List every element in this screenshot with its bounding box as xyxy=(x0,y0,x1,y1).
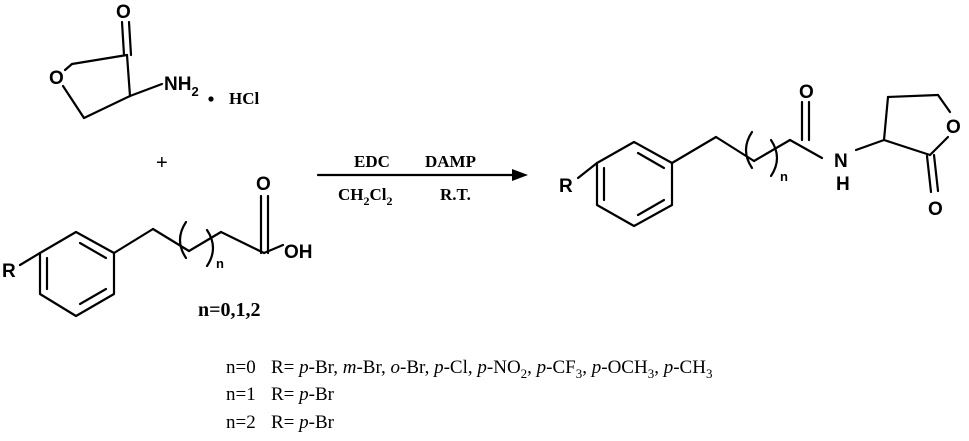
substituent-r-list: R= p-Br xyxy=(271,412,335,433)
amide-oxygen: O xyxy=(799,82,814,103)
lactone-ring-oxygen: O xyxy=(946,117,961,138)
substituent-r-list: R= p-Br, m-Br, o-Br, p-Cl, p-NO2, p-CF3,… xyxy=(271,357,712,381)
hydroxyl-group: OH xyxy=(284,242,313,263)
amide-nitrogen: N xyxy=(834,151,848,172)
substituent-table: n=0 R= p-Br, m-Br, o-Br, p-Cl, p-NO2, p-C… xyxy=(226,357,712,433)
reaction-arrow-group: EDC DAMP CH2Cl2 R.T. xyxy=(316,152,528,208)
r-group: R xyxy=(2,261,16,282)
product-r-group: R xyxy=(559,176,573,197)
solvent-label: CH2Cl2 xyxy=(338,185,393,208)
ring-oxygen: O xyxy=(49,68,64,89)
substituent-n-label: n=1 xyxy=(226,384,256,405)
reactant-homoserine-lactone: O O NH2 HCl xyxy=(49,2,260,120)
plus-sign: + xyxy=(156,152,168,174)
temperature-label: R.T. xyxy=(440,185,471,204)
salt-dot xyxy=(208,96,214,102)
amide-hydrogen: H xyxy=(836,174,850,195)
product-amide: R n O N H O O xyxy=(559,82,961,228)
reactant-aryl-acid: R n O OH n=0,1,2 xyxy=(2,174,313,321)
reagent-damp: DAMP xyxy=(425,152,476,171)
substituent-n-label: n=2 xyxy=(226,412,256,433)
chain-n-label: n xyxy=(216,256,224,271)
product-chain-n-label: n xyxy=(780,169,788,184)
n-values-label: n=0,1,2 xyxy=(198,299,261,321)
hcl-label: HCl xyxy=(229,89,260,108)
substituent-n-label: n=0 xyxy=(226,357,256,378)
amine-group: NH2 xyxy=(164,74,199,99)
acid-carbonyl-oxygen: O xyxy=(256,174,271,195)
reagent-edc: EDC xyxy=(354,152,390,171)
arrow-head xyxy=(512,169,528,181)
substituent-r-list: R= p-Br xyxy=(271,384,335,405)
carbonyl-oxygen: O xyxy=(116,2,131,23)
lactone-carbonyl-oxygen: O xyxy=(928,199,943,220)
